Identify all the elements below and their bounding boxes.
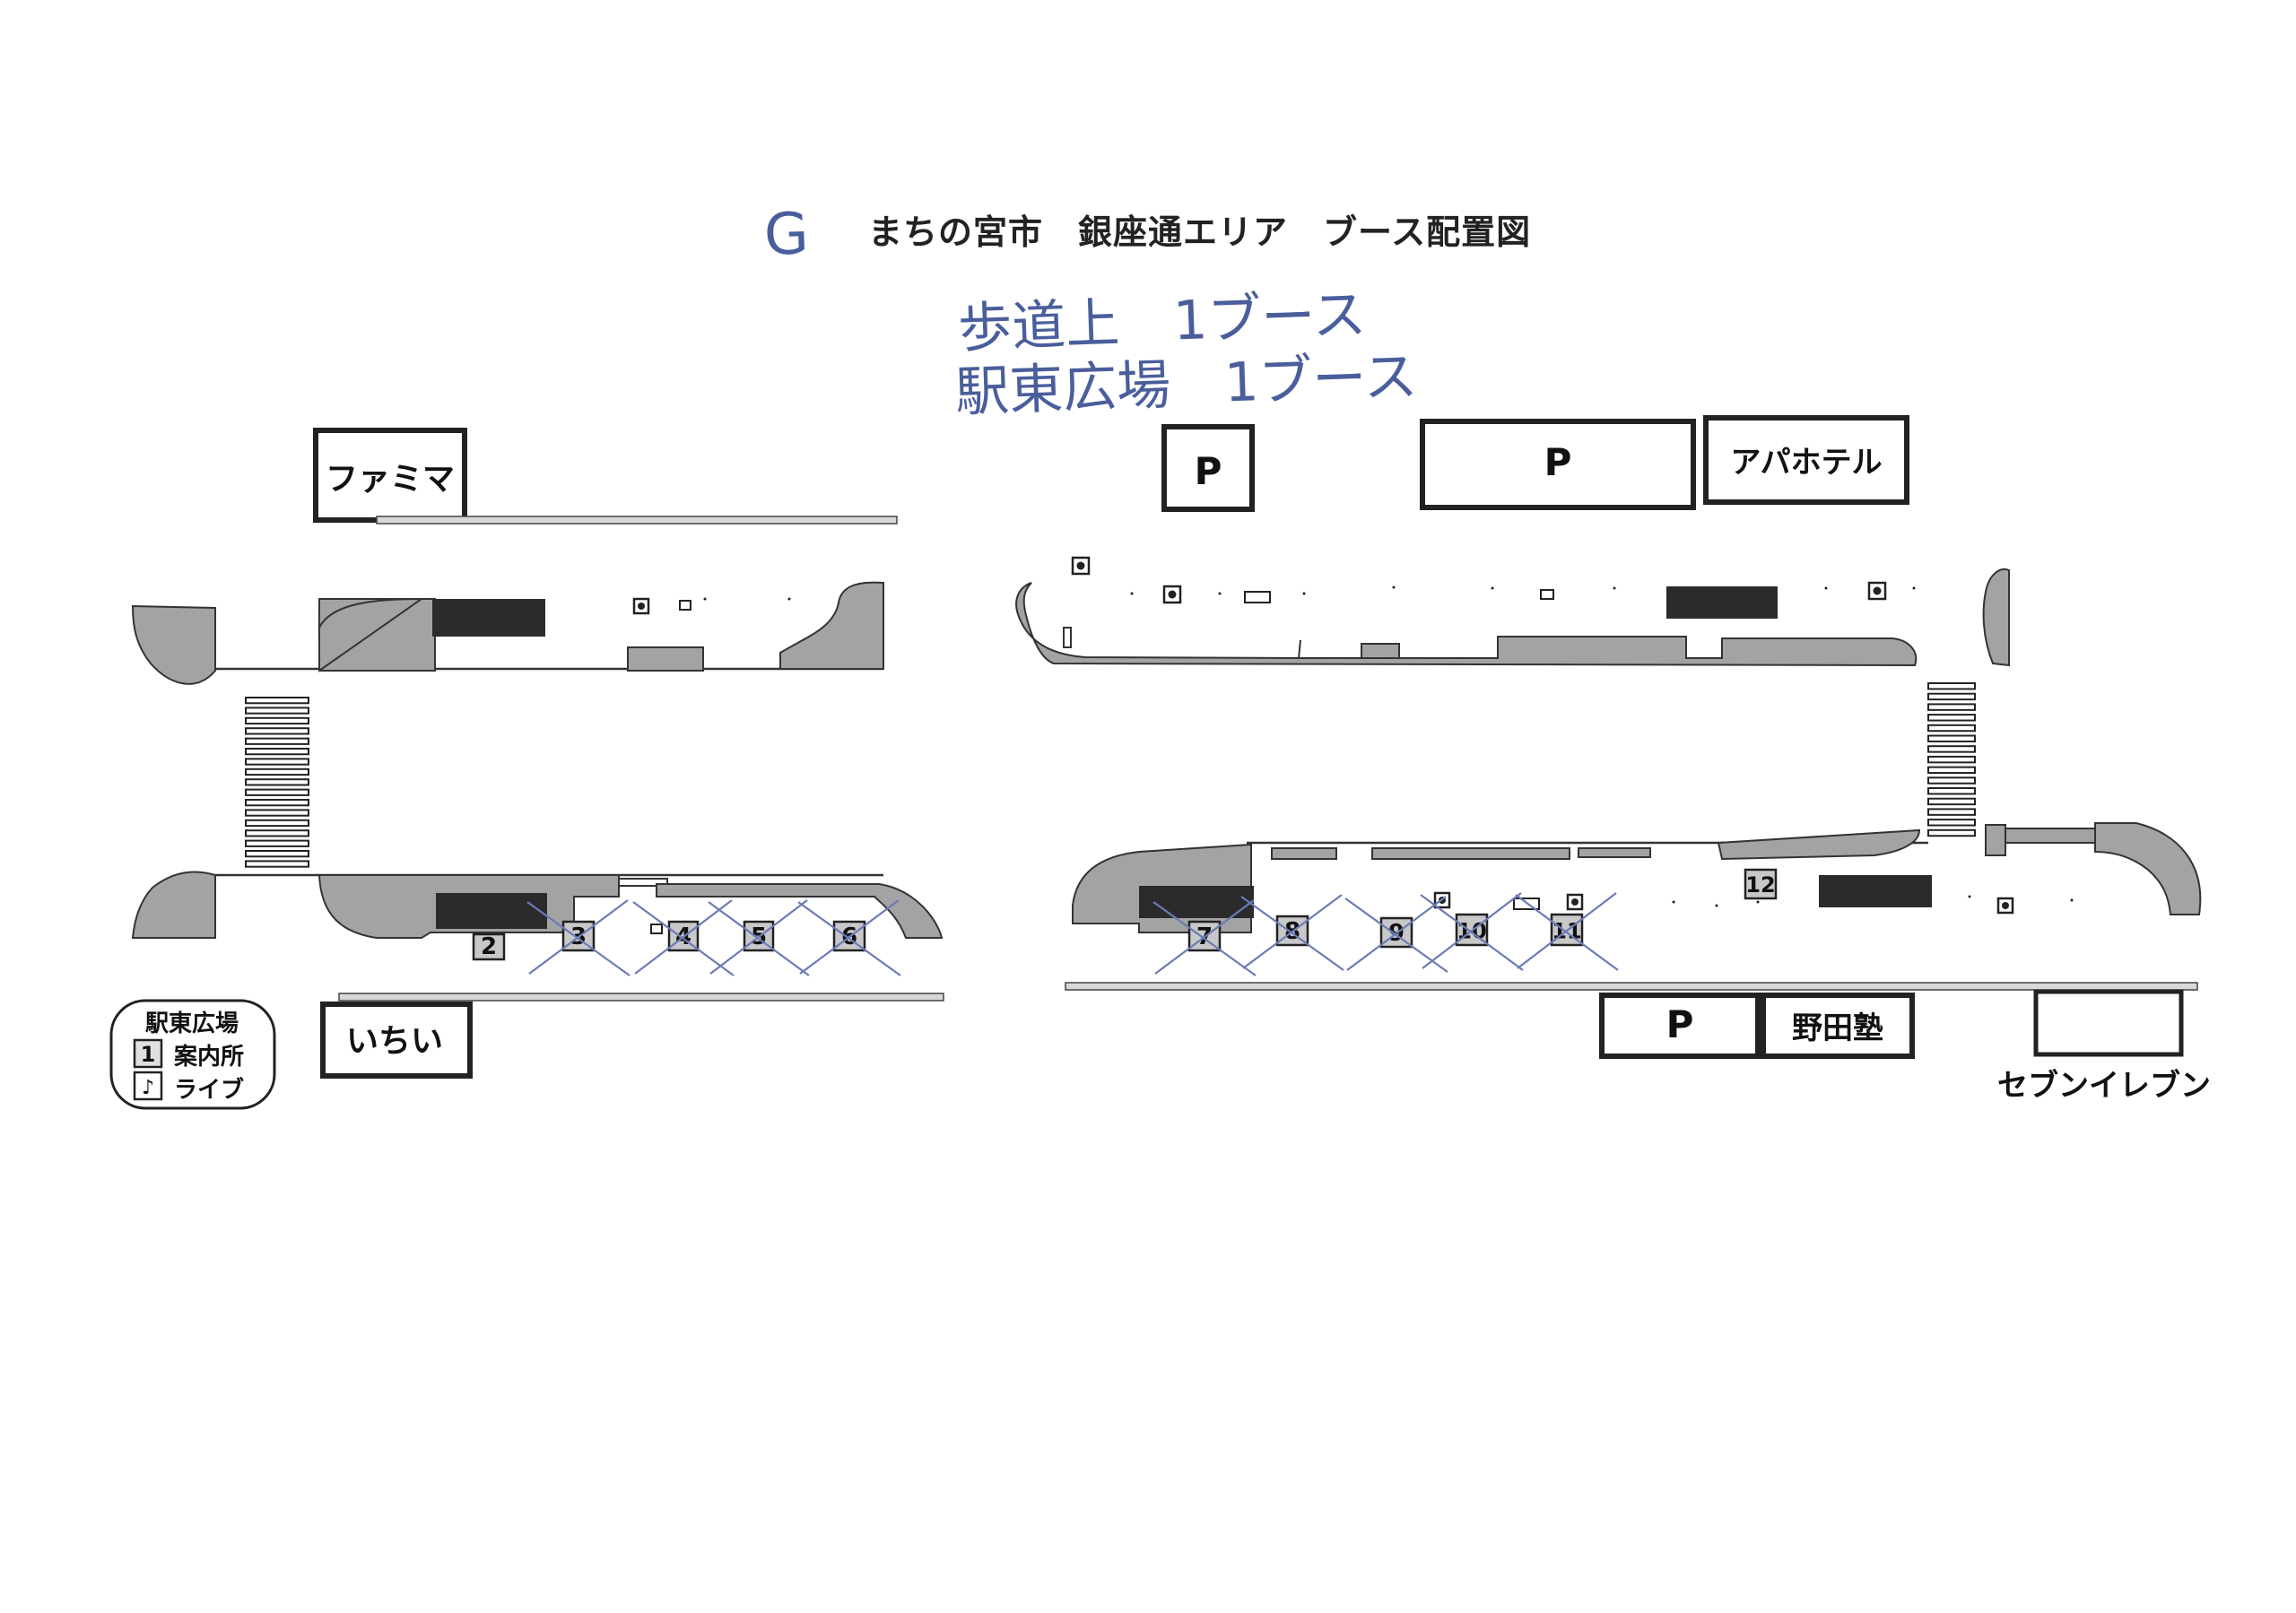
booth-cross-mark [799,899,900,975]
parking-label: P [1544,440,1572,484]
booth-cross-mark [708,901,810,976]
booth-5: 5 [708,899,810,976]
booth-cross-mark [1422,892,1522,969]
seven-eleven-label: セブンイレブン [1997,1068,2211,1104]
nodajuku-box [1761,993,1915,1059]
marker-dot [638,603,645,610]
legend-title: 駅東広場 [145,1010,239,1037]
booth-8: 8 [1240,894,1344,971]
booth-12: 12 [1744,868,1778,900]
booth-6: 6 [797,899,901,976]
legend: 駅東広場 1 案内所 ♪ ライブ [109,999,276,1110]
booth-box [1744,868,1778,900]
corner-shape [779,581,884,670]
road-edge-bottom-right [1065,982,2198,991]
booth-number: 2 [481,933,497,960]
booth-cross-mark [1242,894,1343,969]
parking-box [1161,424,1255,512]
booth-cross-mark [528,899,629,975]
booth-10: 10 [1420,892,1524,971]
famima-label: ファミマ [326,461,455,498]
parking-label: P [1666,1002,1694,1046]
dark-block [436,893,547,929]
booth-cross-mark [1240,896,1344,971]
road-edge-bottom-left [338,993,944,1002]
map-title: まちの宮市 銀座通エリア ブース配置図 [868,212,1532,252]
booth-cross-mark [634,899,733,975]
booth-cross-mark [526,901,631,976]
booth-4: 4 [632,899,735,976]
dark-block [1819,875,1932,907]
booth-box [472,932,506,961]
booth-cross-mark [1517,892,1617,969]
sidewalk-shape [1015,582,1918,667]
parking-box [1599,993,1761,1059]
booth-cross-mark [632,901,735,976]
booth-9: 9 [1344,896,1448,973]
small-marker [1540,589,1554,600]
nodajuku-label: 野田塾 [1792,1010,1883,1046]
dark-block [432,599,545,637]
parking-label: P [1195,449,1222,493]
booth-3: 3 [526,899,631,976]
dark-block [1666,586,1778,619]
ichii-box [320,1002,473,1079]
booth-cross-mark [1152,901,1257,976]
booth-layer: 2 3456 7891011 12 [472,868,1778,976]
corner-shape [1982,568,2010,667]
legend-info-label: 案内所 [173,1043,244,1071]
small-marker [618,878,668,887]
booth-cross-mark [1515,894,1619,971]
ichii-label: いちい [346,1023,443,1060]
crosswalk-right [1927,682,1976,837]
small-marker [1244,591,1271,603]
booth-cross-mark [797,901,901,976]
crosswalk-left [245,697,309,868]
apa-hotel-box [1703,415,1909,505]
legend-info-symbol: 1 [141,1042,156,1067]
booth-2: 2 [472,932,506,961]
booth-cross-mark [1154,899,1255,975]
booth-cross-mark [1344,898,1448,973]
sidewalk-shape [318,597,425,672]
corner-shape [131,604,216,685]
corner-shape [131,871,216,939]
legend-live-label: ライブ [174,1076,244,1104]
famima-box [313,428,467,523]
booth-cross-mark [1420,894,1524,971]
booth-cross-mark [709,899,808,975]
parking-box [1420,419,1696,510]
seven-eleven-box [2033,989,2184,1057]
booth-7: 7 [1152,899,1257,976]
apa-hotel-label: アパホテル [1730,445,1882,481]
small-marker [650,924,663,934]
booth-cross-mark [1346,896,1447,971]
booth-11: 11 [1515,892,1619,971]
corner-shape [2094,822,2202,915]
dark-block [1139,886,1254,918]
road-edge-top-left [376,516,898,525]
small-marker [679,600,691,611]
legend-live-symbol: ♪ [142,1077,154,1099]
booth-number: 12 [1745,872,1775,898]
sidewalk-shape [656,883,944,939]
planter-shape [627,646,704,672]
